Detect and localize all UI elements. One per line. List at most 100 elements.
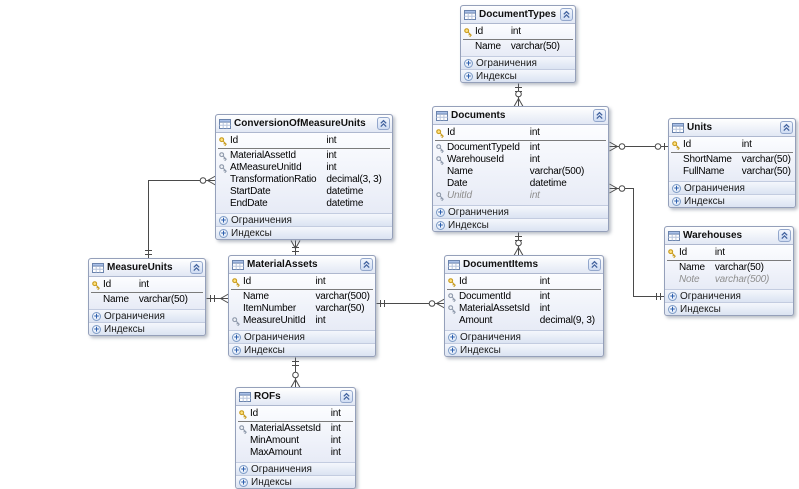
relation-document-types-to-documents[interactable] [513,83,524,107]
expand-plus-icon[interactable]: + [668,291,677,301]
section-label: Индексы [251,476,292,488]
expand-plus-icon[interactable]: + [436,220,445,230]
expand-plus-icon[interactable]: + [219,215,228,225]
expand-plus-icon[interactable]: + [672,183,681,193]
column-type: int [330,423,341,434]
collapse-button[interactable] [360,258,373,271]
column-type: varchar(50) [510,41,560,52]
column-type: int [326,162,337,173]
table-icon [239,391,251,402]
primary-key-icon [669,139,683,151]
section-constraints[interactable]: +Ограничения [445,330,603,343]
section-constraints[interactable]: +Ограничения [669,181,795,194]
primary-key-icon [236,408,250,420]
relation-measure-units-to-conversion[interactable] [145,175,216,259]
section-constraints[interactable]: +Ограничения [89,309,205,322]
table-header[interactable]: MeasureUnits [89,259,205,277]
expand-plus-icon[interactable]: + [668,304,677,314]
expand-plus-icon[interactable]: + [448,345,457,355]
table-header[interactable]: DocumentTypes [461,6,575,24]
section-indexes[interactable]: +Индексы [236,475,355,488]
section-indexes[interactable]: +Индексы [461,69,575,82]
section-constraints[interactable]: +Ограничения [665,289,793,302]
collapse-button[interactable] [588,258,601,271]
table-header[interactable]: DocumentItems [445,256,603,274]
collapse-button[interactable] [190,261,203,274]
no-key-icon [216,174,230,186]
relation-material-assets-to-document-items[interactable] [376,298,445,309]
collapse-button[interactable] [780,121,793,134]
column-name: Date [447,178,468,189]
relation-warehouses-to-documents[interactable] [609,183,665,300]
column-name: Name [243,291,269,302]
relation-units-to-documents[interactable] [609,141,669,152]
section-constraints[interactable]: +Ограничения [461,56,575,69]
table-header[interactable]: Units [669,119,795,137]
section-indexes[interactable]: +Индексы [669,194,795,207]
expand-plus-icon[interactable]: + [672,196,681,206]
no-key-icon [89,294,103,306]
expand-plus-icon[interactable]: + [464,58,473,68]
expand-plus-icon[interactable]: + [239,464,248,474]
table-header[interactable]: Documents [433,107,608,125]
chevron-double-up-icon [363,260,370,269]
expand-plus-icon[interactable]: + [92,324,101,334]
expand-plus-icon[interactable]: + [448,332,457,342]
expand-plus-icon[interactable]: + [239,477,248,487]
column-type: varchar(50) [138,294,188,305]
section-constraints[interactable]: +Ограничения [229,330,375,343]
section-indexes[interactable]: +Индексы [665,302,793,315]
no-key-icon [236,447,250,459]
expand-plus-icon[interactable]: + [232,345,241,355]
pk-separator [435,140,606,141]
relation-documents-to-document-items[interactable] [513,232,524,256]
relation-measure-units-to-material-assets[interactable] [206,293,229,304]
expand-plus-icon[interactable]: + [92,311,101,321]
table-header[interactable]: MaterialAssets [229,256,375,274]
table-header[interactable]: ROFs [236,388,355,406]
collapse-button[interactable] [377,117,390,130]
section-indexes[interactable]: +Индексы [216,226,392,239]
primary-key-icon [665,247,679,259]
column-name: ItemNumber [243,303,297,314]
section-indexes[interactable]: +Индексы [433,218,608,231]
column-type: int [529,154,540,165]
table-header[interactable]: ConversionOfMeasureUnits [216,115,392,133]
section-indexes[interactable]: +Индексы [89,322,205,335]
column-type: int [330,435,341,446]
column-name: Id [230,135,238,146]
expand-plus-icon[interactable]: + [464,71,473,81]
foreign-key-icon [445,291,459,303]
relation-material-assets-to-conversion[interactable] [290,240,301,256]
expand-plus-icon[interactable]: + [232,332,241,342]
section-constraints[interactable]: +Ограничения [236,462,355,475]
collapse-button[interactable] [593,109,606,122]
section-indexes[interactable]: +Индексы [229,343,375,356]
collapse-button[interactable] [560,8,573,21]
column-name: MeasureUnitId [243,315,306,326]
expand-plus-icon[interactable]: + [436,207,445,217]
expand-plus-icon[interactable]: + [219,228,228,238]
collapse-button[interactable] [778,229,791,242]
column-name: Name [103,294,129,305]
relation-material-assets-to-rofs[interactable] [290,357,301,388]
collapse-button[interactable] [340,390,353,403]
primary-key-icon [461,26,475,38]
section-constraints[interactable]: +Ограничения [216,213,392,226]
section-indexes[interactable]: +Индексы [445,343,603,356]
table-header[interactable]: Warehouses [665,227,793,245]
section-constraints[interactable]: +Ограничения [433,205,608,218]
